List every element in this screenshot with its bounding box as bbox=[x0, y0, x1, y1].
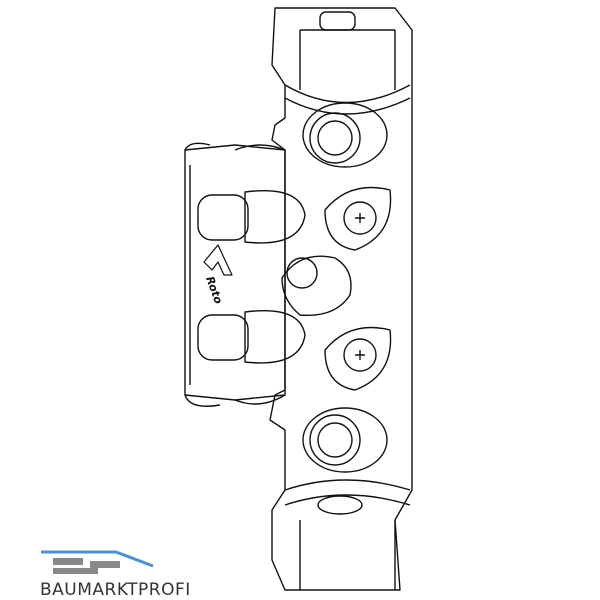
baumarktprofi-logo bbox=[41, 550, 154, 574]
screw-upper bbox=[324, 186, 392, 251]
watermark-text: BAUMARKTPROFI bbox=[40, 580, 191, 600]
roto-logo: Roto bbox=[203, 244, 233, 306]
top-slot bbox=[319, 11, 356, 31]
pin-lower bbox=[197, 310, 306, 364]
bore-top bbox=[302, 102, 388, 168]
bore-bottom bbox=[302, 407, 388, 473]
screw-lower bbox=[324, 326, 392, 391]
svg-text:Roto: Roto bbox=[203, 275, 225, 306]
pin-upper bbox=[197, 190, 306, 244]
center-pin bbox=[281, 255, 352, 317]
